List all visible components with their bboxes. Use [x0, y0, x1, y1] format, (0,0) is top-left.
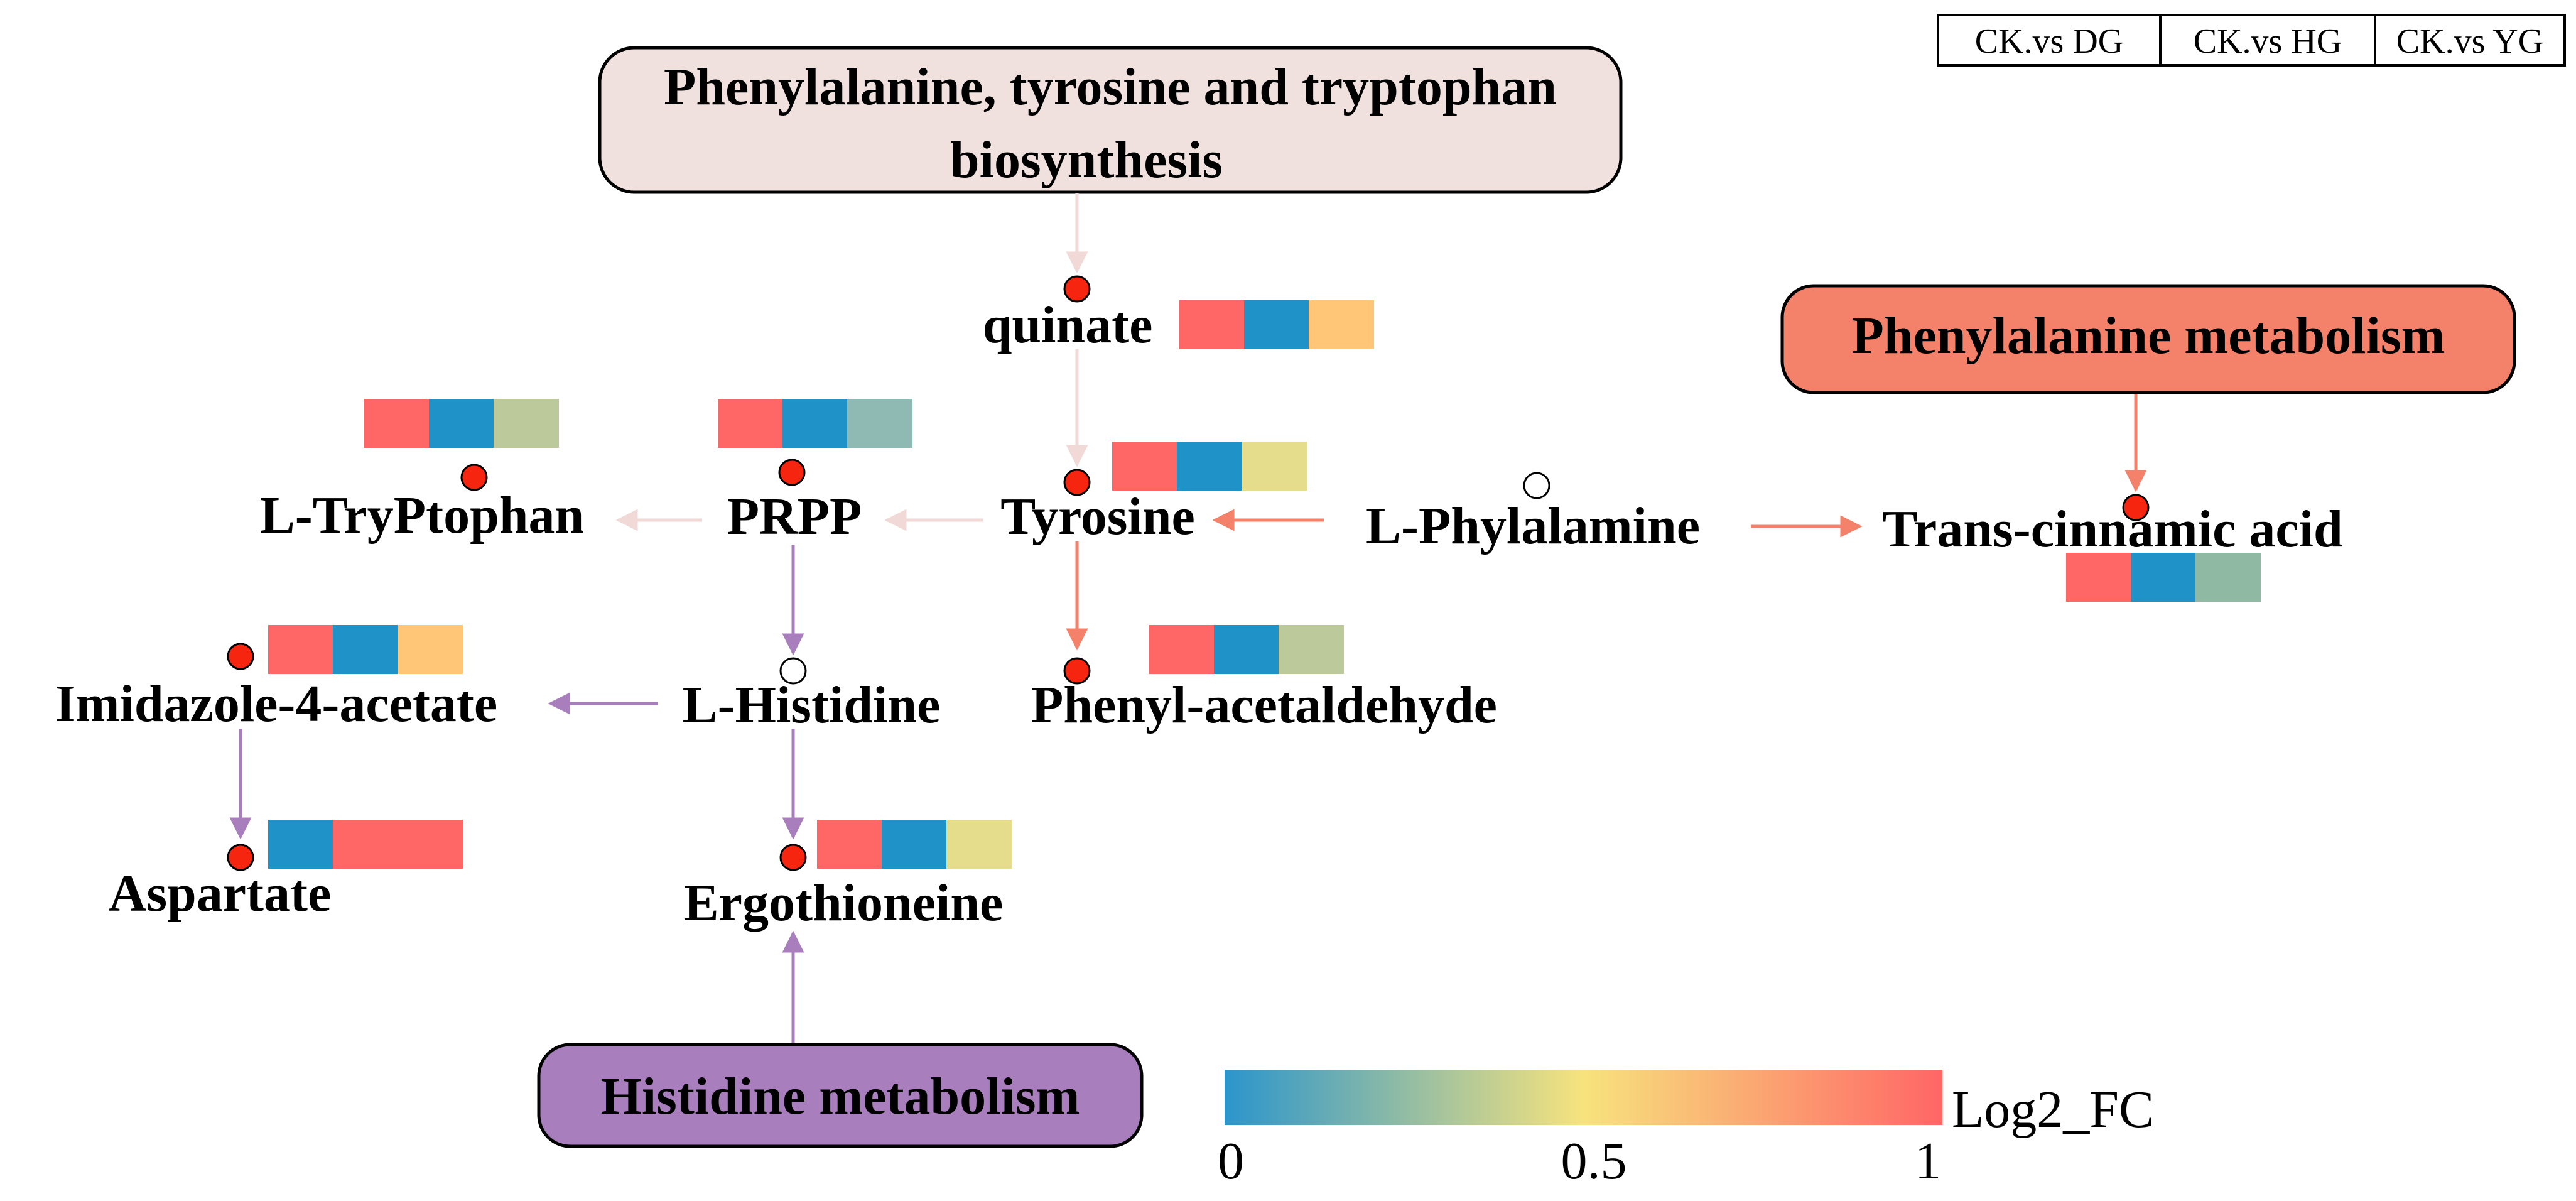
heatmap-cell-ck-vs-yg [1242, 442, 1307, 491]
metabolite-label: Aspartate [109, 864, 332, 923]
detection-dot [1063, 469, 1091, 496]
node-phenylacetaldehyde: Phenyl-acetaldehyde [1031, 625, 1497, 734]
metabolite-label: Trans-cinnamic acid [1882, 500, 2342, 558]
heatmap-cell-ck-vs-dg [718, 399, 783, 448]
heatmap-cell-ck-vs-hg [2131, 553, 2196, 602]
fold-change-heatmap [817, 820, 1012, 869]
colorbar-tick: 1 [1915, 1132, 1941, 1190]
pathway-title-line2: biosynthesis [950, 131, 1223, 189]
node-imidazole: Imidazole-4-acetate [55, 625, 497, 733]
heatmap-cell-ck-vs-hg [333, 820, 398, 869]
fold-change-heatmap [1179, 300, 1374, 349]
metabolite-label: L-Histidine [683, 676, 941, 734]
heatmap-cell-ck-vs-yg [398, 625, 463, 674]
legend-frame [1937, 14, 2566, 67]
detection-dot [227, 643, 254, 670]
pathway-box-bg [598, 46, 1623, 194]
metabolite-label: Imidazole-4-acetate [55, 675, 497, 733]
fold-change-heatmap [1149, 625, 1344, 674]
detection-dot [779, 657, 807, 685]
pathway-title: Phenylalanine metabolism [1851, 307, 2445, 365]
heatmap-cell-ck-vs-yg [1279, 625, 1344, 674]
legend-col-hg: CK.vs HG [2194, 22, 2342, 61]
heatmap-cell-ck-vs-hg [1177, 442, 1242, 491]
detection-dot [1063, 275, 1091, 303]
detection-dot [778, 459, 806, 486]
metabolite-label: L-TryPtophan [260, 486, 585, 545]
node-histidine: L-Histidine [683, 657, 941, 734]
heatmap-cell-ck-vs-dg [268, 820, 333, 869]
legend-col-dg: CK.vs DG [1975, 22, 2123, 61]
edges [229, 193, 2147, 1043]
colorbar-title: Log2_FC [1952, 1080, 2154, 1139]
heatmap-cell-ck-vs-hg [782, 399, 848, 448]
fold-change-heatmap [2066, 553, 2261, 602]
colorbar-tick: 0.5 [1561, 1132, 1627, 1190]
pathway-box-phenylalanine: Phenylalanine metabolism [1780, 284, 2516, 394]
metabolite-label: Phenyl-acetaldehyde [1031, 676, 1497, 734]
pathway-box-bg [1780, 284, 2516, 394]
pathway-box-phe-tyr-trp: Phenylalanine, tyrosine and tryptophan b… [598, 46, 1623, 194]
heatmap-cell-ck-vs-dg [817, 820, 882, 869]
colorbar-tick: 0 [1218, 1132, 1244, 1190]
colorbar-gradient [1225, 1070, 1942, 1125]
node-cinnamic: Trans-cinnamic acid [1882, 494, 2343, 602]
node-tryptophan: L-TryPtophan [260, 399, 585, 545]
fold-change-heatmap [268, 625, 463, 674]
node-phylalamine: L-Phylalamine [1366, 472, 1700, 555]
heatmap-cell-ck-vs-yg [2195, 553, 2261, 602]
pathway-title: Histidine metabolism [600, 1067, 1080, 1126]
pathway-title-line1: Phenylalanine, tyrosine and tryptophan [664, 58, 1557, 116]
heatmap-cell-ck-vs-dg [268, 625, 333, 674]
metabolite-label: Ergothioneine [684, 874, 1004, 932]
heatmap-cell-ck-vs-dg [1179, 300, 1245, 349]
fold-change-heatmap [1112, 442, 1307, 491]
detection-dot [227, 844, 254, 871]
metabolite-label: L-Phylalamine [1366, 497, 1700, 555]
heatmap-cell-ck-vs-dg [364, 399, 430, 448]
pathway-box-bg [537, 1043, 1144, 1148]
detection-dot [779, 844, 807, 871]
colorbar: Log2_FC 0 0.5 1 [1218, 1070, 2154, 1190]
fold-change-heatmap [268, 820, 463, 869]
heatmap-cell-ck-vs-yg [946, 820, 1012, 869]
detection-dot [460, 464, 488, 491]
heatmap-cell-ck-vs-dg [1149, 625, 1215, 674]
heatmap-cell-ck-vs-dg [2066, 553, 2131, 602]
legend-col-yg: CK.vs YG [2396, 22, 2543, 61]
node-quinate: quinate [983, 275, 1374, 354]
heatmap-cell-ck-vs-yg [494, 399, 559, 448]
detection-dot [1063, 657, 1091, 685]
heatmap-cell-ck-vs-dg [1112, 442, 1177, 491]
node-prpp: PRPP [718, 399, 912, 546]
heatmap-cell-ck-vs-yg [398, 820, 463, 869]
detection-dot [1523, 472, 1550, 499]
node-ergothioneine: Ergothioneine [684, 820, 1012, 932]
node-tyrosine: Tyrosine [1000, 442, 1307, 546]
heatmap-cell-ck-vs-hg [429, 399, 494, 448]
heatmap-cell-ck-vs-hg [333, 625, 398, 674]
heatmap-cell-ck-vs-yg [1309, 300, 1374, 349]
comparison-legend: CK.vs DG CK.vs HG CK.vs YG [1937, 14, 2566, 67]
pathway-box-histidine: Histidine metabolism [537, 1043, 1144, 1148]
heatmap-cell-ck-vs-hg [882, 820, 947, 869]
fold-change-heatmap [718, 399, 912, 448]
metabolite-label: Tyrosine [1000, 487, 1195, 546]
detection-dot [2122, 494, 2150, 521]
heatmap-cell-ck-vs-yg [847, 399, 912, 448]
metabolite-label: quinate [983, 296, 1153, 354]
node-aspartate: Aspartate [109, 820, 463, 923]
fold-change-heatmap [364, 399, 559, 448]
heatmap-cell-ck-vs-hg [1244, 300, 1309, 349]
heatmap-cell-ck-vs-hg [1214, 625, 1279, 674]
metabolite-label: PRPP [727, 487, 862, 546]
